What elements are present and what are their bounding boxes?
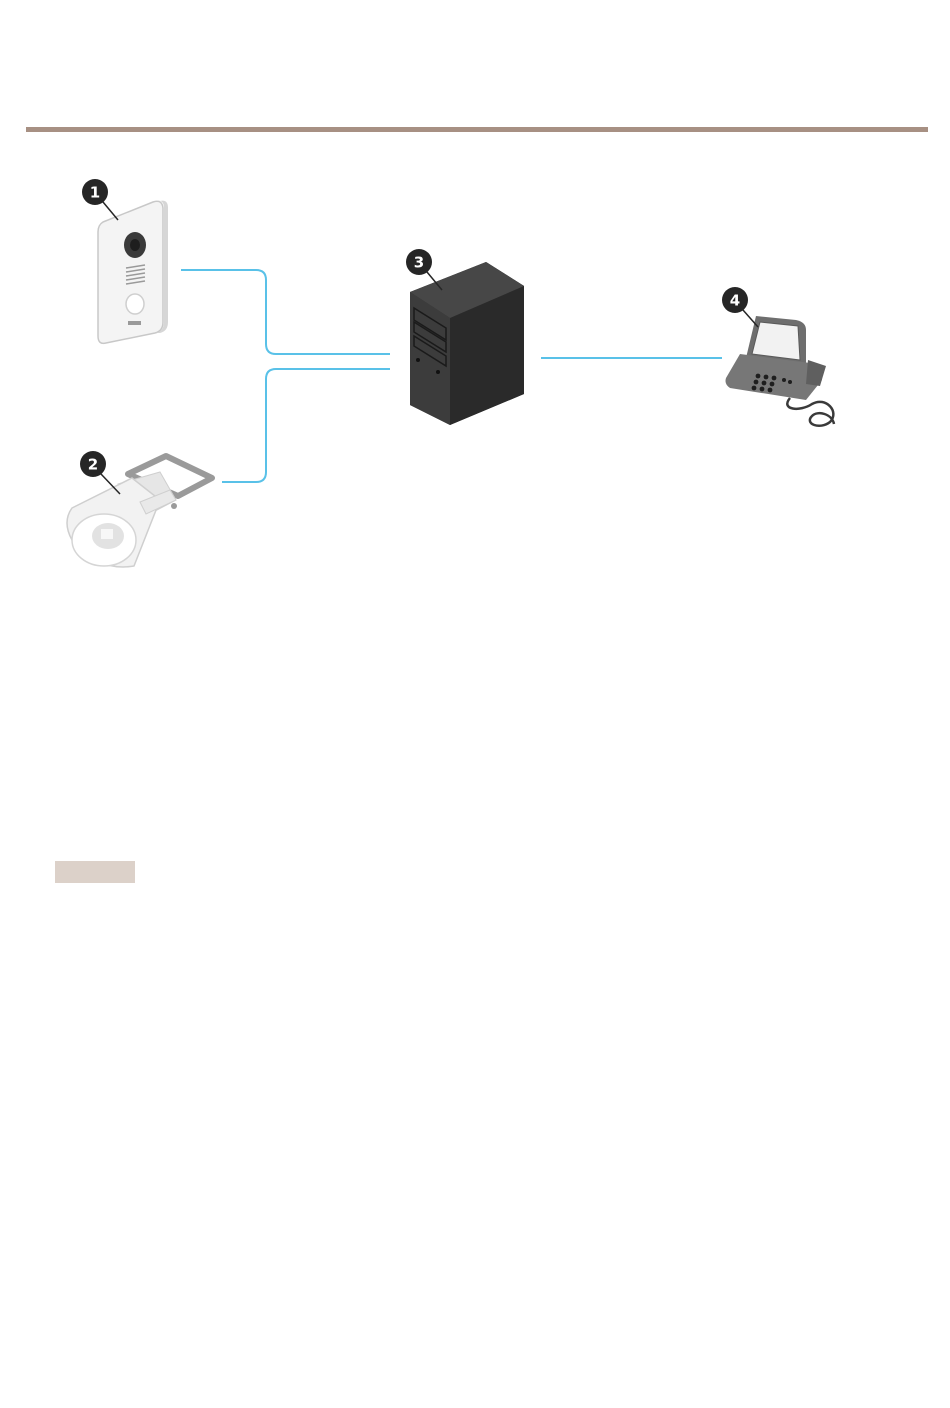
callout-4-label: 4 (730, 292, 740, 310)
callout-2-label: 2 (88, 456, 98, 474)
link-door-station-server (181, 270, 390, 354)
note-tag (55, 861, 135, 883)
callout-2: 2 (80, 451, 120, 494)
callout-4: 4 (722, 287, 758, 327)
header-rule (26, 127, 928, 132)
door-station-icon (98, 201, 168, 344)
server-icon (410, 262, 524, 425)
network-diagram: 1 2 3 4 (0, 160, 950, 600)
callout-3-label: 3 (414, 254, 424, 272)
callout-1: 1 (82, 179, 118, 220)
ip-phone-icon (726, 316, 835, 426)
callout-3: 3 (406, 249, 442, 290)
link-speaker-server (222, 369, 390, 482)
callout-1-label: 1 (90, 184, 100, 202)
